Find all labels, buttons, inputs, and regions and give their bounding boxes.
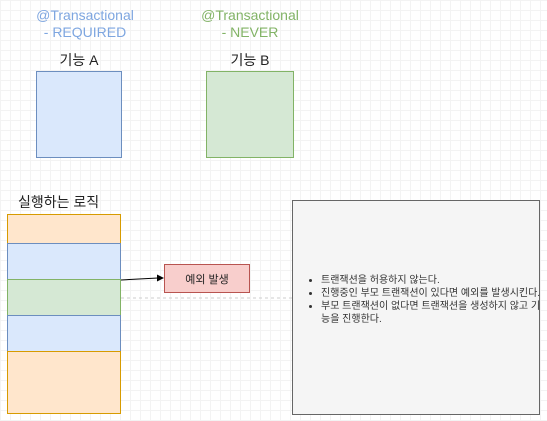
logic-segment-outer-bottom [7, 351, 121, 414]
note-item: 트랜잭션을 허용하지 않는다. [321, 274, 547, 287]
note-list: 트랜잭션을 허용하지 않는다. 진행중인 부모 트랜잭션이 있다면 예외를 발생… [301, 274, 547, 326]
exception-box: 예외 발생 [164, 264, 250, 293]
exception-arrow-head [157, 274, 164, 282]
func-a-label: 기능 A [59, 52, 99, 68]
func-b-annotation-line2: - NEVER [221, 24, 279, 40]
note-item: 진행중인 부모 트랜잭션이 있다면 예외를 발생시킨다. [321, 287, 547, 300]
func-a-box [36, 71, 122, 158]
exception-label: 예외 발생 [185, 273, 229, 286]
note-box: 트랜잭션을 허용하지 않는다. 진행중인 부모 트랜잭션이 있다면 예외를 발생… [292, 200, 540, 415]
func-b-annotation-line1: @Transactional [201, 7, 299, 23]
logic-segment-func-a-top [7, 243, 121, 280]
func-a-annotation-line1: @Transactional [36, 7, 134, 23]
func-b-label: 기능 B [230, 52, 270, 68]
logic-stack [7, 214, 121, 414]
note-item: 부모 트랜잭션이 없다면 트랜잭션을 생성하지 않고 기능을 진행한다. [321, 300, 547, 326]
func-b-box [206, 71, 294, 158]
func-a-annotation: @Transactional - REQUIRED [20, 7, 150, 41]
func-a-annotation-line2: - REQUIRED [43, 24, 127, 40]
logic-title: 실행하는 로직 [18, 194, 100, 210]
exception-arrow-line [120, 277, 159, 281]
func-b-annotation: @Transactional - NEVER [185, 7, 315, 41]
logic-segment-func-b [7, 279, 121, 316]
